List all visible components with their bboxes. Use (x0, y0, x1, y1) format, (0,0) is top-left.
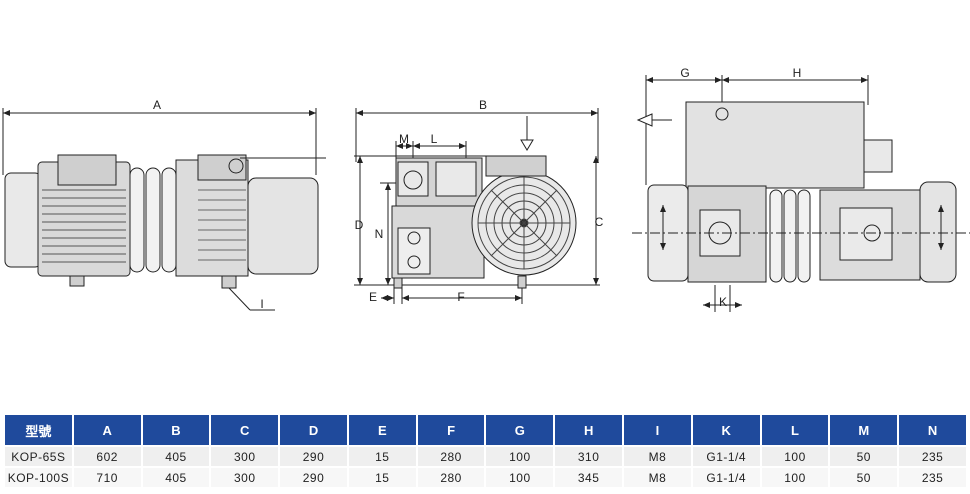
header-l: L (761, 415, 829, 445)
table-cell: 280 (417, 447, 485, 466)
table-cell: 310 (555, 447, 623, 466)
table-cell: 405 (142, 447, 210, 466)
header-e: E (348, 415, 416, 445)
top-view (632, 75, 970, 312)
dim-label-d: D (355, 218, 364, 232)
dim-label-f: F (457, 290, 464, 304)
header-model: 型號 (5, 415, 72, 445)
table-cell: KOP-65S (5, 447, 72, 466)
dim-label-a: A (153, 98, 161, 112)
header-f: F (417, 415, 485, 445)
table-cell: 50 (830, 447, 898, 466)
table-cell: 50 (830, 468, 898, 487)
front-view (354, 108, 600, 304)
header-h: H (555, 415, 623, 445)
table-cell: 405 (142, 468, 210, 487)
dim-label-n: N (375, 227, 384, 241)
table-cell: 602 (73, 447, 141, 466)
dim-label-k: K (719, 295, 727, 309)
header-n: N (899, 415, 966, 445)
spec-table: 型號 A B C D E F G H I K L M N KOP-65S 602… (3, 413, 968, 489)
table-row: KOP-100S 710 405 300 290 15 280 100 345 … (5, 468, 966, 487)
table-cell: 100 (761, 468, 829, 487)
side-view (2, 108, 326, 311)
header-m: M (830, 415, 898, 445)
header-c: C (211, 415, 279, 445)
header-d: D (280, 415, 347, 445)
dimension-labels: A I B M L D N C E F G H K (153, 66, 801, 311)
table-cell: 290 (280, 447, 347, 466)
table-cell: 15 (348, 468, 416, 487)
table-cell: 235 (899, 447, 966, 466)
table-cell: KOP-100S (5, 468, 72, 487)
table-cell: 100 (486, 447, 554, 466)
table-cell: 100 (486, 468, 554, 487)
technical-drawing: A I B M L D N C E F G H K (2, 66, 970, 312)
table-cell: 290 (280, 468, 347, 487)
dim-label-g: G (680, 66, 689, 80)
table-cell: 100 (761, 447, 829, 466)
table-cell: G1-1/4 (692, 447, 760, 466)
dim-label-h: H (793, 66, 802, 80)
dim-label-e: E (369, 290, 377, 304)
table-cell: 15 (348, 447, 416, 466)
header-a: A (73, 415, 141, 445)
table-cell: 300 (211, 468, 279, 487)
dim-label-c: C (595, 215, 604, 229)
table-cell: 300 (211, 447, 279, 466)
dim-label-m: M (399, 132, 409, 146)
table-cell: M8 (624, 447, 691, 466)
header-b: B (142, 415, 210, 445)
table-cell: 345 (555, 468, 623, 487)
table-cell: M8 (624, 468, 691, 487)
table-cell: 280 (417, 468, 485, 487)
spec-table-header-row: 型號 A B C D E F G H I K L M N (5, 415, 966, 445)
header-g: G (486, 415, 554, 445)
table-cell: 710 (73, 468, 141, 487)
dim-label-l: L (431, 132, 438, 146)
dim-label-b: B (479, 98, 487, 112)
dim-label-i: I (260, 297, 263, 311)
header-i: I (624, 415, 691, 445)
table-cell: 235 (899, 468, 966, 487)
table-row: KOP-65S 602 405 300 290 15 280 100 310 M… (5, 447, 966, 466)
header-k: K (692, 415, 760, 445)
table-cell: G1-1/4 (692, 468, 760, 487)
